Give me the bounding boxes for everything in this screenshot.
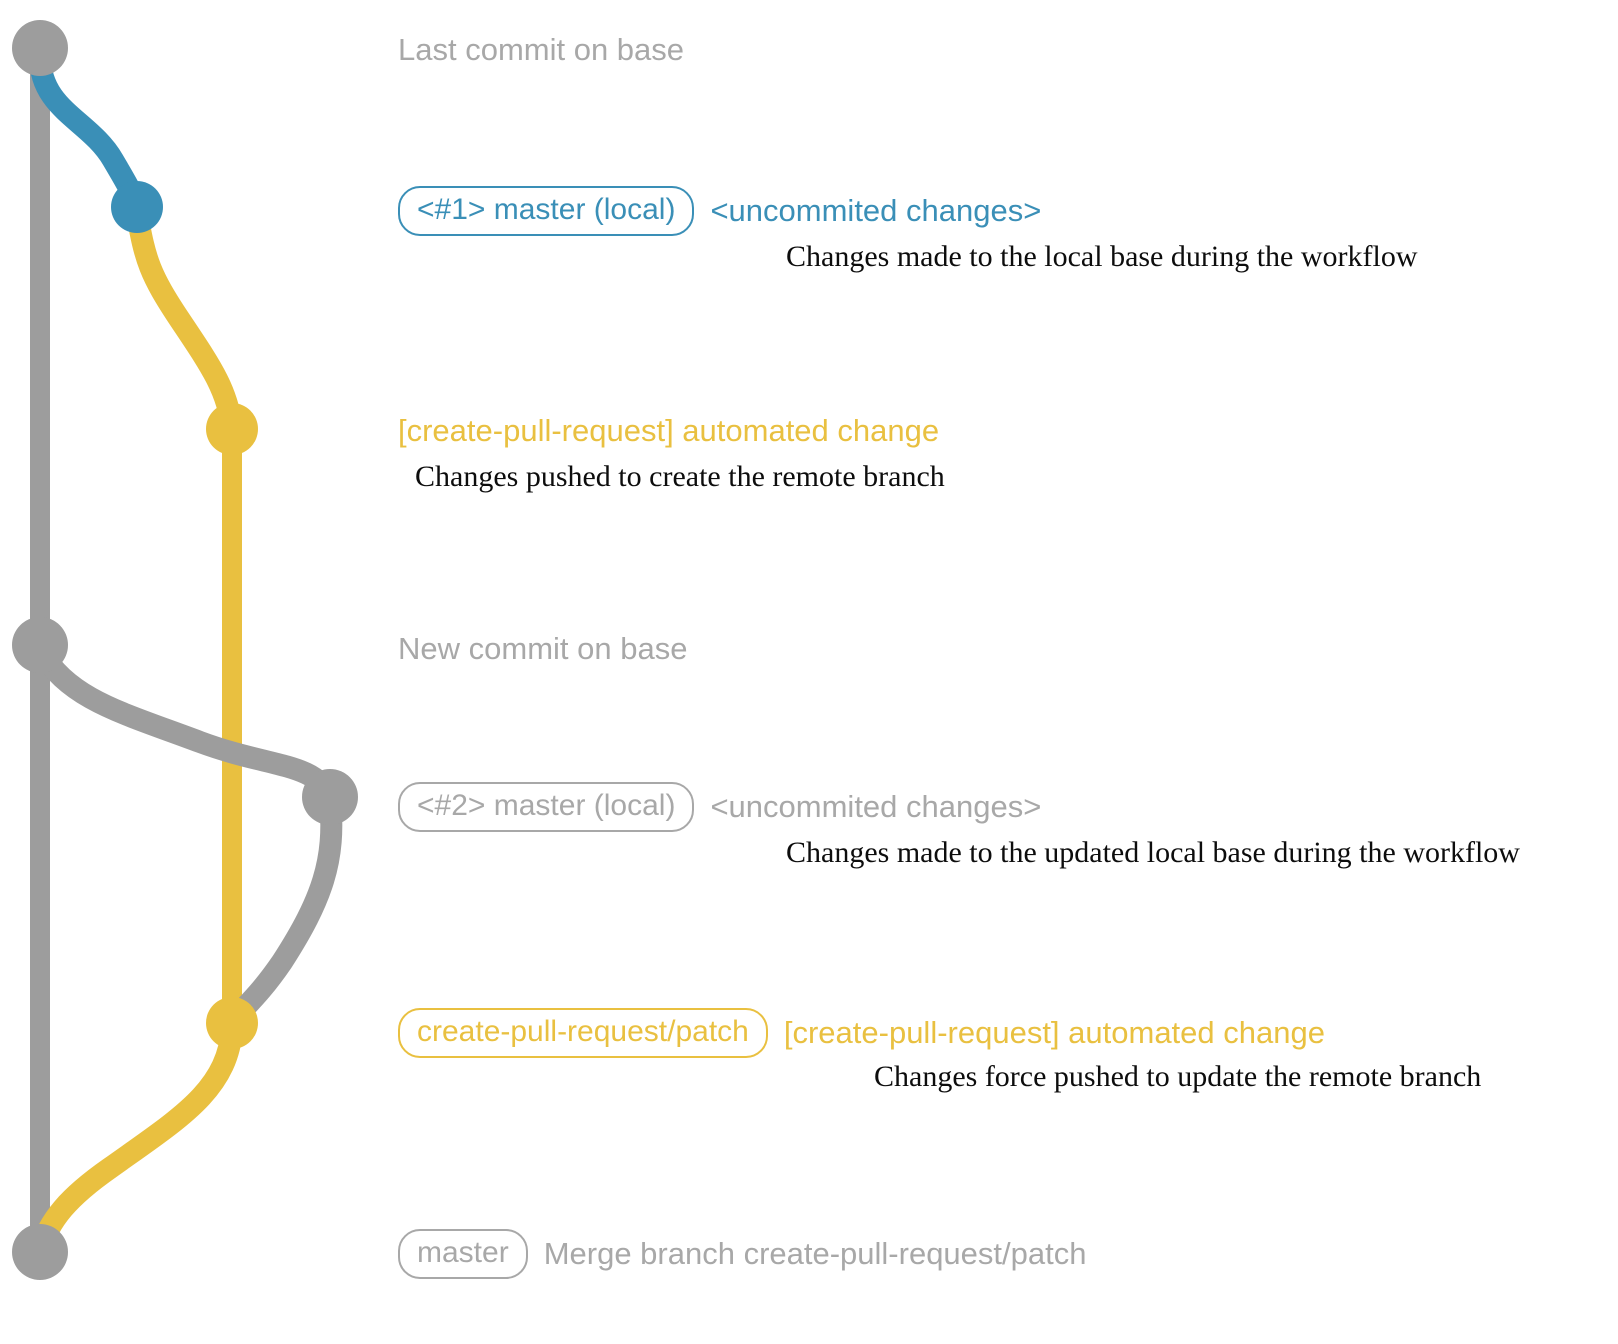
commit-node-master-merge[interactable] <box>12 1224 68 1280</box>
edge-local1-to-remote1 <box>126 202 243 440</box>
row-new-commit-on-base: New commit on base <box>398 631 687 667</box>
commit-node-new-commit-on-base[interactable] <box>12 617 68 673</box>
row-last-commit-on-base: Last commit on base <box>398 32 684 68</box>
badge-create-pull-request-patch[interactable]: create-pull-request/patch <box>398 1008 768 1058</box>
commit-node-local-1[interactable] <box>111 181 163 233</box>
message-automated-change-2: [create-pull-request] automated change <box>783 1015 1325 1050</box>
edge-base-to-local1 <box>29 45 148 218</box>
note-automated-change-1: Changes pushed to create the remote bran… <box>415 460 945 493</box>
commit-node-local-2[interactable] <box>302 769 358 825</box>
commit-node-automated-change-1[interactable] <box>206 403 258 455</box>
note-local-2: Changes made to the updated local base d… <box>786 836 1520 869</box>
row-automated-change-1: [create-pull-request] automated change <box>398 413 939 449</box>
edge-local2-to-remote2 <box>221 789 343 1034</box>
row-local-1: <#1> master (local) <uncommited changes> <box>398 186 1041 236</box>
last-commit-on-base-title: Last commit on base <box>398 32 685 67</box>
note-patch-branch: Changes force pushed to update the remot… <box>874 1060 1482 1093</box>
row-master-merge: master Merge branch create-pull-request/… <box>398 1229 1086 1279</box>
row-local-2: <#2> master (local) <uncommited changes> <box>398 782 1041 832</box>
edge-remote-to-master <box>29 1017 243 1263</box>
badge-master-local-2[interactable]: <#2> master (local) <box>398 782 695 832</box>
message-uncommited-changes-2: <uncommited changes> <box>710 789 1042 824</box>
commit-graph-svg <box>12 20 358 1280</box>
row-patch-branch: create-pull-request/patch [create-pull-r… <box>398 1008 1325 1058</box>
message-merge-branch: Merge branch create-pull-request/patch <box>543 1236 1087 1271</box>
new-commit-on-base-title: New commit on base <box>398 631 688 666</box>
edge-base2-to-local2 <box>29 639 341 808</box>
commit-node-last-commit-on-base[interactable] <box>12 20 68 76</box>
badge-master[interactable]: master <box>398 1229 528 1279</box>
note-local-1: Changes made to the local base during th… <box>786 240 1418 273</box>
badge-master-local-1[interactable]: <#1> master (local) <box>398 186 695 236</box>
commit-node-patch-branch[interactable] <box>206 997 258 1049</box>
message-uncommited-changes-1: <uncommited changes> <box>710 193 1042 228</box>
automated-change-title-1: [create-pull-request] automated change <box>398 413 940 448</box>
